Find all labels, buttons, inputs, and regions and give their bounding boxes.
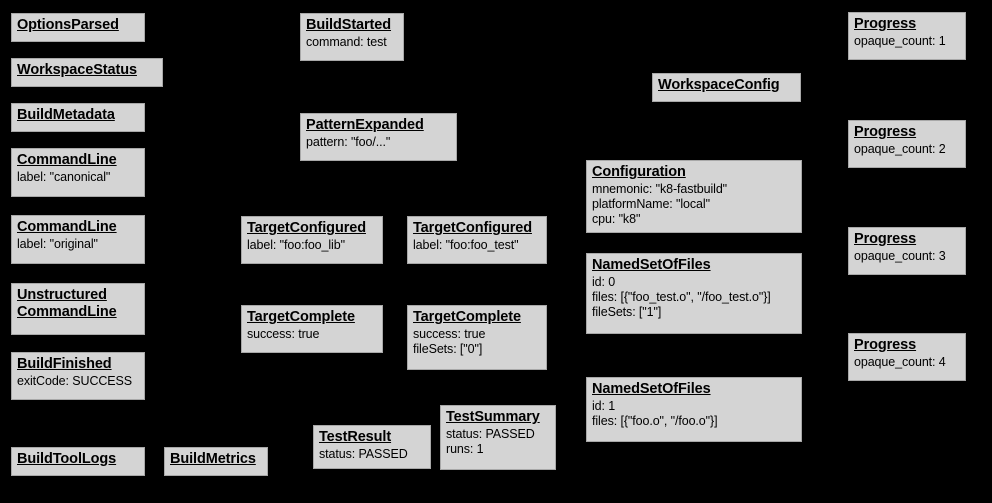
event-node-progress-2[interactable]: Progress opaque_count: 2 <box>848 120 966 168</box>
event-node-fields: opaque_count: 2 <box>854 142 960 157</box>
event-node-build-finished[interactable]: BuildFinished exitCode: SUCCESS <box>11 352 145 400</box>
event-node-field: opaque_count: 3 <box>854 249 946 264</box>
event-node-build-tool-logs[interactable]: BuildToolLogs <box>11 447 145 476</box>
event-node-field: id: 0 <box>592 275 616 290</box>
event-node-field: opaque_count: 1 <box>854 34 946 49</box>
event-node-build-metadata[interactable]: BuildMetadata <box>11 103 145 132</box>
event-node-field: opaque_count: 4 <box>854 355 946 370</box>
event-node-fields: pattern: "foo/..." <box>306 135 451 150</box>
event-node-field: id: 1 <box>592 399 616 414</box>
event-node-field: status: PASSED <box>446 427 535 442</box>
event-node-build-metrics[interactable]: BuildMetrics <box>164 447 268 476</box>
event-node-fields: label: "foo:foo_lib" <box>247 238 377 253</box>
event-node-field: status: PASSED <box>319 447 408 462</box>
event-node-title: OptionsParsed <box>17 17 119 33</box>
event-node-field: label: "original" <box>17 237 98 252</box>
event-node-target-complete-lib[interactable]: TargetComplete success: true <box>241 305 383 353</box>
event-node-title: Progress <box>854 16 917 32</box>
event-node-target-configured-lib[interactable]: TargetConfigured label: "foo:foo_lib" <box>241 216 383 264</box>
event-node-title: WorkspaceStatus <box>17 62 137 78</box>
event-node-title: TargetConfigured <box>413 220 532 236</box>
event-node-build-started[interactable]: BuildStarted command: test <box>300 13 404 61</box>
event-node-progress-1[interactable]: Progress opaque_count: 1 <box>848 12 966 60</box>
event-node-workspace-config[interactable]: WorkspaceConfig <box>652 73 801 102</box>
event-node-field: command: test <box>306 35 387 50</box>
event-node-field: mnemonic: "k8-fastbuild" <box>592 182 728 197</box>
event-node-field: fileSets: ["0"] <box>413 341 483 356</box>
event-node-title: Progress <box>854 231 917 247</box>
event-node-field: platformName: "local" <box>592 196 710 211</box>
event-node-title: TargetConfigured <box>247 220 366 236</box>
event-node-fields: mnemonic: "k8-fastbuild"platformName: "l… <box>592 182 796 226</box>
event-node-configuration[interactable]: Configuration mnemonic: "k8-fastbuild"pla… <box>586 160 802 233</box>
event-node-title: Progress <box>854 337 917 353</box>
event-node-title: Configuration <box>592 164 686 180</box>
event-node-unstructured-command-line[interactable]: Unstructured CommandLine <box>11 283 145 335</box>
event-node-title: TargetComplete <box>413 309 521 325</box>
event-node-field: success: true <box>247 327 320 342</box>
event-node-title: BuildFinished <box>17 356 112 372</box>
event-node-fields: status: PASSED <box>319 447 425 462</box>
event-node-title: Progress <box>854 124 917 140</box>
event-node-field: files: [{"foo_test.o", "/foo_test.o"}] <box>592 289 771 304</box>
event-node-title: NamedSetOfFiles <box>592 257 711 273</box>
event-node-title: BuildStarted <box>306 17 392 33</box>
event-node-field: pattern: "foo/..." <box>306 135 391 150</box>
event-node-target-configured-test[interactable]: TargetConfigured label: "foo:foo_test" <box>407 216 547 264</box>
event-node-command-line-original[interactable]: CommandLine label: "original" <box>11 215 145 264</box>
event-node-fields: label: "original" <box>17 237 139 252</box>
event-node-title: BuildMetrics <box>170 451 256 467</box>
event-node-field: opaque_count: 2 <box>854 142 946 157</box>
event-node-title: BuildToolLogs <box>17 451 117 467</box>
event-node-field: files: [{"foo.o", "/foo.o"}] <box>592 413 718 428</box>
event-node-title: NamedSetOfFiles <box>592 381 711 397</box>
event-node-test-result[interactable]: TestResult status: PASSED <box>313 425 431 469</box>
event-node-progress-4[interactable]: Progress opaque_count: 4 <box>848 333 966 381</box>
event-node-field: label: "canonical" <box>17 170 111 185</box>
event-node-fields: success: true <box>247 327 377 342</box>
event-node-field: label: "foo:foo_test" <box>413 238 519 253</box>
event-node-fields: opaque_count: 1 <box>854 34 960 49</box>
event-node-fields: command: test <box>306 35 398 50</box>
event-node-progress-3[interactable]: Progress opaque_count: 3 <box>848 227 966 275</box>
event-node-workspace-status[interactable]: WorkspaceStatus <box>11 58 163 87</box>
event-node-title: Unstructured CommandLine <box>17 287 117 321</box>
event-node-field: cpu: "k8" <box>592 211 641 226</box>
event-node-title: CommandLine <box>17 152 117 168</box>
event-node-options-parsed[interactable]: OptionsParsed <box>11 13 145 42</box>
event-node-title: PatternExpanded <box>306 117 424 133</box>
event-node-fields: opaque_count: 4 <box>854 355 960 370</box>
event-node-field: runs: 1 <box>446 441 484 456</box>
event-node-title: TargetComplete <box>247 309 355 325</box>
event-node-title: CommandLine <box>17 219 117 235</box>
event-node-fields: label: "foo:foo_test" <box>413 238 541 253</box>
event-node-field: fileSets: ["1"] <box>592 304 662 319</box>
event-node-title: BuildMetadata <box>17 107 115 123</box>
event-node-fields: label: "canonical" <box>17 170 139 185</box>
event-node-pattern-expanded[interactable]: PatternExpanded pattern: "foo/..." <box>300 113 457 161</box>
event-node-field: exitCode: SUCCESS <box>17 374 133 389</box>
event-node-title: TestResult <box>319 429 392 445</box>
event-node-title: TestSummary <box>446 409 540 425</box>
event-node-command-line-canonical[interactable]: CommandLine label: "canonical" <box>11 148 145 197</box>
event-node-fields: exitCode: SUCCESS <box>17 374 139 389</box>
event-node-field: label: "foo:foo_lib" <box>247 238 345 253</box>
event-node-field: success: true <box>413 327 486 342</box>
event-node-fields: opaque_count: 3 <box>854 249 960 264</box>
event-node-title: WorkspaceConfig <box>658 77 780 93</box>
